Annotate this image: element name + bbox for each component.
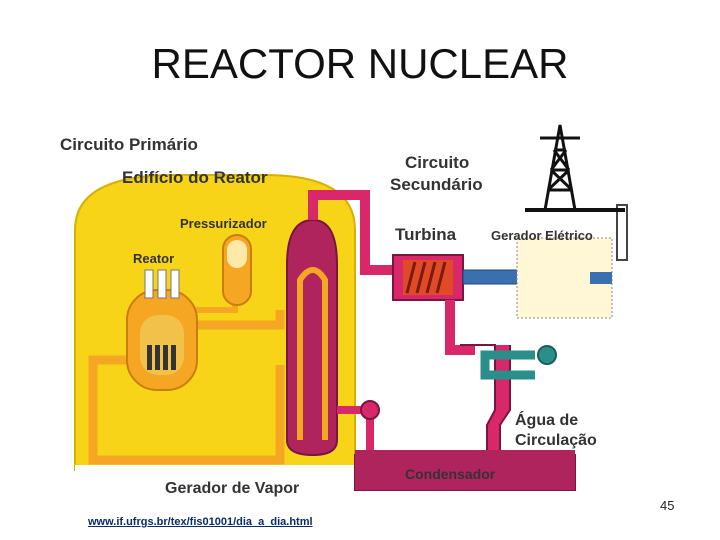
transmission-tower-icon bbox=[525, 124, 625, 212]
primary-circuit-pipe bbox=[88, 355, 285, 465]
building-base bbox=[75, 465, 355, 495]
cooling-water-loop bbox=[480, 350, 535, 380]
steam-generator-tubes bbox=[297, 267, 328, 440]
label-pressurizer: Pressurizador bbox=[180, 216, 267, 231]
turbine bbox=[392, 254, 464, 301]
label-cooling-water-1: Água de bbox=[515, 410, 578, 429]
turbine-exhaust bbox=[445, 300, 475, 355]
reactor-vessel bbox=[126, 269, 198, 391]
page-number: 45 bbox=[660, 498, 675, 513]
label-generator: Gerador Elétrico bbox=[491, 228, 593, 243]
steam-generator bbox=[286, 218, 338, 457]
condenser-body bbox=[355, 450, 575, 490]
primary-circuit-pipe-inner bbox=[195, 310, 285, 330]
slide-title: REACTOR NUCLEAR bbox=[151, 40, 569, 87]
feedwater-pump bbox=[360, 400, 380, 420]
turbine-generator-shaft bbox=[462, 269, 524, 285]
source-link[interactable]: www.if.ufrgs.br/tex/fis01001/dia_a_dia.h… bbox=[88, 516, 313, 528]
electric-generator bbox=[516, 204, 628, 319]
label-turbine: Turbina bbox=[395, 225, 457, 244]
nuclear-reactor-diagram: Circuito Primário Edifício do Reator Cir… bbox=[60, 124, 628, 497]
pressurizer bbox=[222, 234, 252, 306]
label-secondary-circuit-1: Circuito bbox=[405, 153, 469, 172]
label-condenser: Condensador bbox=[405, 466, 496, 482]
label-reactor: Reator bbox=[133, 251, 174, 266]
label-cooling-water-2: Circulação bbox=[515, 432, 597, 449]
label-reactor-building: Edifício do Reator bbox=[122, 168, 268, 187]
label-steam-generator: Gerador de Vapor bbox=[165, 480, 299, 497]
cooling-pump bbox=[537, 345, 557, 365]
label-secondary-circuit-2: Secundário bbox=[390, 175, 483, 194]
secondary-circuit-pipe bbox=[308, 190, 400, 275]
label-primary-circuit: Circuito Primário bbox=[60, 135, 198, 154]
